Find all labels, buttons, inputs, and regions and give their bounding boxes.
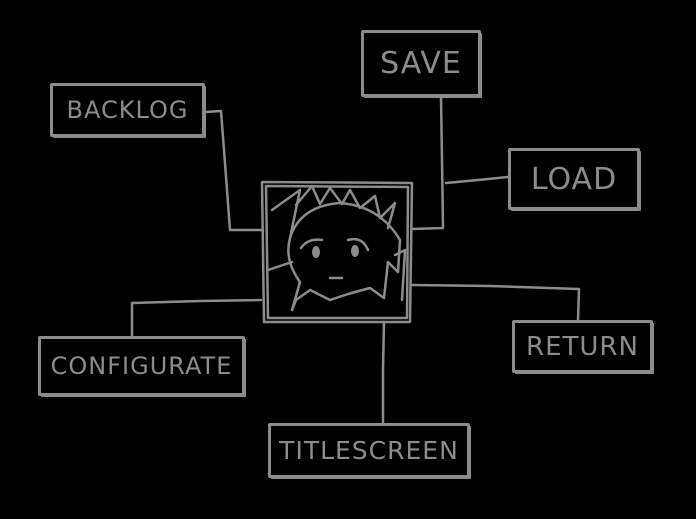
node-titlescreen[interactable]: TITLESCREEN (268, 423, 470, 478)
node-load[interactable]: LOAD (508, 148, 640, 210)
connector-save (410, 95, 445, 231)
connector-backlog (203, 109, 265, 232)
center-character-image (260, 180, 414, 324)
connector-titlescreen (381, 320, 386, 425)
node-return[interactable]: RETURN (512, 320, 653, 373)
node-backlog[interactable]: BACKLOG (50, 83, 205, 137)
node-configurate[interactable]: CONFIGURATE (38, 336, 245, 396)
connector-configurate (130, 298, 263, 338)
connector-load (444, 175, 510, 185)
connector-return (410, 283, 581, 322)
node-save[interactable]: SAVE (361, 30, 481, 97)
